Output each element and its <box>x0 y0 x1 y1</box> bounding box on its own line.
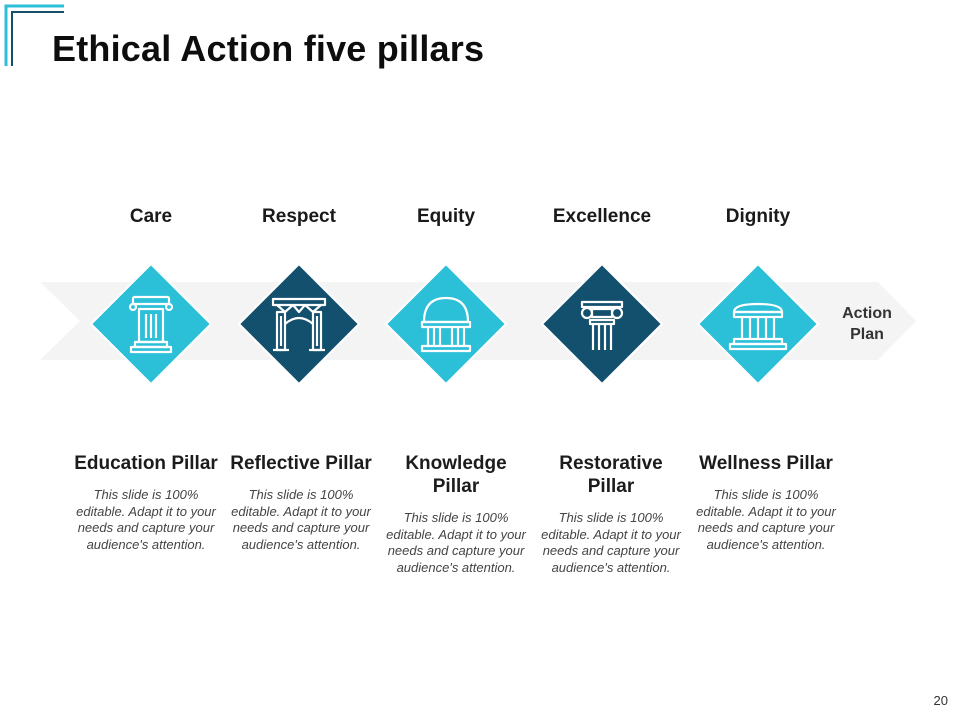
page-number: 20 <box>933 693 948 708</box>
diamond-excellence <box>540 262 664 386</box>
card-title: Education Pillar <box>74 453 218 474</box>
card-title: Wellness Pillar <box>699 453 833 474</box>
card-title: Reflective Pillar <box>230 453 372 474</box>
card-education: Education Pillar This slide is 100% edit… <box>71 452 221 553</box>
pillar-name-equity: Equity <box>416 206 476 227</box>
diamond-respect <box>237 262 361 386</box>
card-knowledge: Knowledge Pillar This slide is 100% edit… <box>381 452 531 576</box>
pillar-name-dignity: Dignity <box>725 206 791 227</box>
pillar-column-icon <box>128 295 174 354</box>
arch-gate-icon <box>271 297 327 352</box>
card-reflective: Reflective Pillar This slide is 100% edi… <box>226 452 376 553</box>
card-description: This slide is 100% editable. Adapt it to… <box>696 487 836 552</box>
card-description: This slide is 100% editable. Adapt it to… <box>541 510 681 575</box>
temple-icon <box>728 302 788 351</box>
card-description: This slide is 100% editable. Adapt it to… <box>76 487 216 552</box>
card-restorative: Restorative Pillar This slide is 100% ed… <box>536 452 686 576</box>
card-wellness: Wellness Pillar This slide is 100% edita… <box>691 452 841 553</box>
dome-temple-icon <box>420 296 472 353</box>
card-description: This slide is 100% editable. Adapt it to… <box>231 487 371 552</box>
slide-title: Ethical Action five pillars <box>52 28 485 69</box>
card-title: Restorative Pillar <box>559 453 663 497</box>
diamond-care <box>89 262 213 386</box>
pillar-name-respect: Respect <box>262 206 336 227</box>
pillar-name-excellence: Excellence <box>552 206 652 227</box>
corner-accent <box>4 4 64 66</box>
pillar-name-care: Care <box>129 206 173 227</box>
ionic-column-icon <box>580 300 624 350</box>
diamond-equity <box>384 262 508 386</box>
card-description: This slide is 100% editable. Adapt it to… <box>386 510 526 575</box>
diamond-dignity <box>696 262 820 386</box>
action-plan-label: Action Plan <box>842 305 892 343</box>
card-title: Knowledge Pillar <box>405 453 507 497</box>
